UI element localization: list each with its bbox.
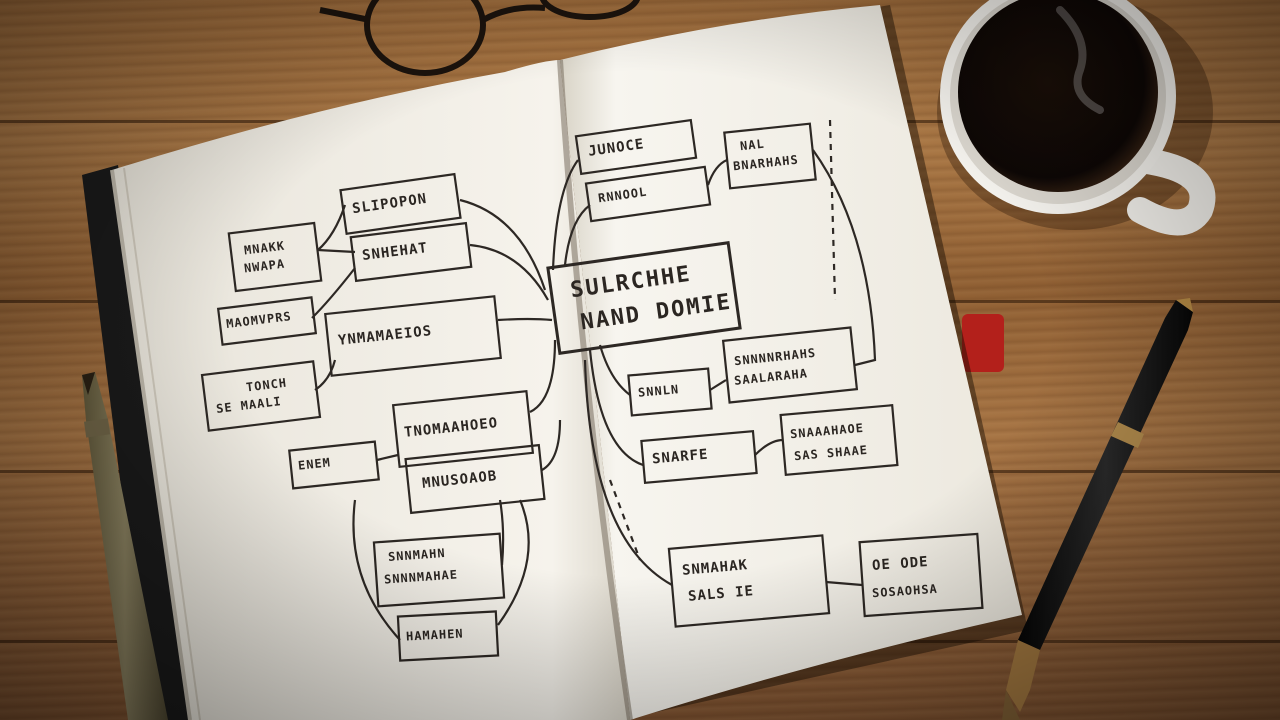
fountain-pen <box>1002 298 1193 720</box>
coffee-cup <box>937 0 1216 236</box>
pencil <box>82 372 168 720</box>
right-box-label: NAL <box>739 136 766 154</box>
right-page-sketches <box>546 118 984 628</box>
bookmark-ribbon <box>962 314 1004 372</box>
glasses <box>319 0 641 76</box>
notebook <box>82 5 1028 720</box>
left-box-label: HAMAHEN <box>405 626 464 644</box>
left-page-sketches <box>200 172 562 662</box>
